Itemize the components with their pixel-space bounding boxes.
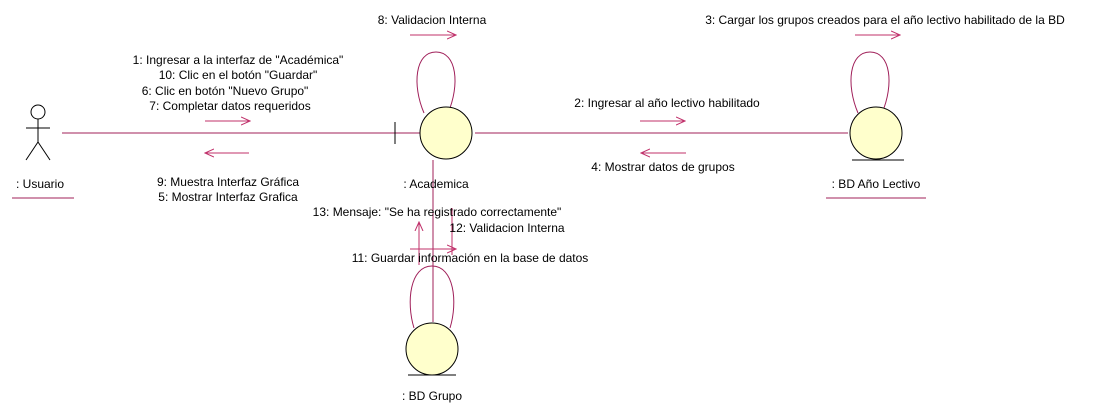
msg-3: 3: Cargar los grupos creados para el año… bbox=[705, 13, 1065, 27]
bd-grupo-node[interactable] bbox=[405, 322, 459, 376]
bd-ano-lectivo-self-loop bbox=[850, 51, 890, 114]
msg-7: 7: Completar datos requeridos bbox=[149, 99, 310, 113]
academica-label: : Academica bbox=[403, 177, 469, 191]
msg-12: 12: Validacion Interna bbox=[449, 221, 565, 235]
msg-11: 11: Guardar información en la base de da… bbox=[352, 251, 589, 265]
msg-2: 2: Ingresar al año lectivo habilitado bbox=[574, 96, 760, 110]
msg-4: 4: Mostrar datos de grupos bbox=[591, 160, 734, 174]
msg-1: 1: Ingresar a la interfaz de "Académica" bbox=[133, 53, 344, 67]
academica-node[interactable] bbox=[419, 106, 473, 160]
msg-5: 5: Mostrar Interfaz Grafica bbox=[158, 190, 298, 204]
bd-ano-lectivo-node[interactable] bbox=[849, 106, 903, 160]
usuario-actor[interactable] bbox=[25, 104, 51, 161]
msg-13: 13: Mensaje: "Se ha registrado correctam… bbox=[313, 205, 562, 219]
msg-10: 10: Clic en el botón "Guardar" bbox=[159, 68, 318, 82]
usuario-label: : Usuario bbox=[16, 177, 64, 191]
msg-6: 6: Clic en botón "Nuevo Grupo" bbox=[142, 84, 309, 98]
msg-9: 9: Muestra Interfaz Gráfica bbox=[157, 175, 299, 189]
academica-self-loop bbox=[416, 51, 456, 114]
bd-ano-lectivo-label: : BD Año Lectivo bbox=[832, 177, 921, 191]
bd-grupo-self-loop bbox=[409, 265, 455, 329]
bd-grupo-label: : BD Grupo bbox=[402, 389, 462, 403]
msg-8: 8: Validacion Interna bbox=[378, 13, 487, 27]
